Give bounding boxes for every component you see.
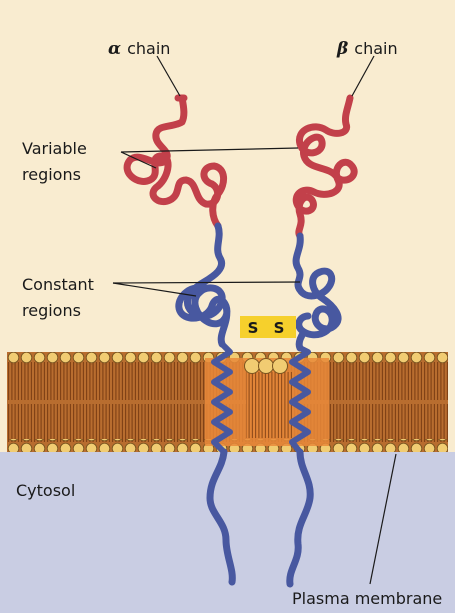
plasma-membrane-label: Plasma membrane xyxy=(292,589,442,608)
disulfide-bond: S S xyxy=(240,316,296,338)
cholesterol-heads xyxy=(245,359,288,374)
variable-regions-label-line2: regions xyxy=(22,165,81,184)
disulfide-s-left: S xyxy=(248,319,259,337)
disulfide-s-right: S xyxy=(274,319,285,337)
variable-regions-label-line1: Variable xyxy=(22,139,87,158)
constant-regions-label-line1: Constant xyxy=(22,275,94,294)
constant-regions-label-line2: regions xyxy=(22,301,81,320)
cytosol-label: Cytosol xyxy=(16,481,75,500)
